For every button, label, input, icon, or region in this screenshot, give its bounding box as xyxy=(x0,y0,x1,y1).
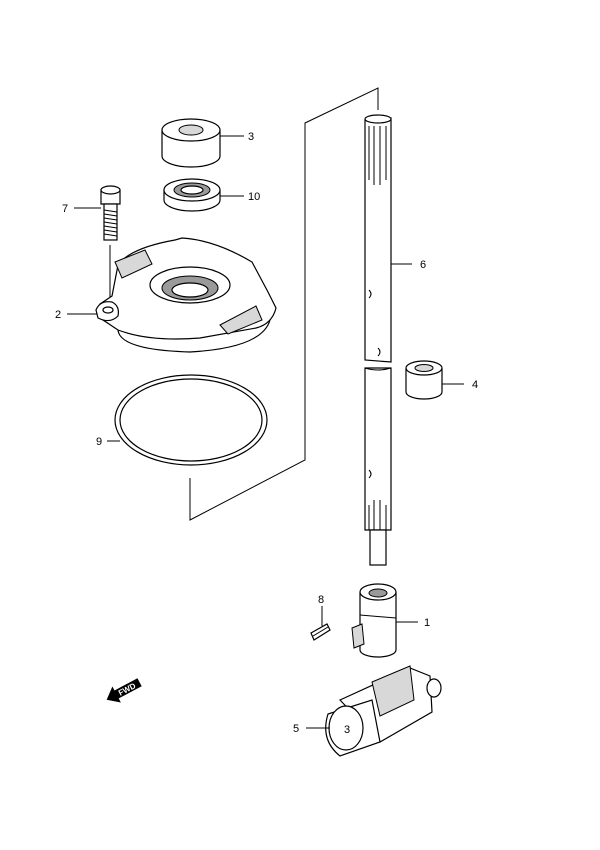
callout-2: 2 xyxy=(55,309,61,321)
callout-8: 8 xyxy=(318,594,324,606)
part-9-o-ring[interactable] xyxy=(114,374,268,466)
part-5-clutch-housing[interactable]: 3 xyxy=(325,665,442,757)
callout-3: 3 xyxy=(248,131,254,143)
assembly-bracket-line xyxy=(189,87,379,521)
leader-lines xyxy=(67,135,464,729)
forward-direction-arrow: FWD xyxy=(106,678,142,703)
part-7-bolt[interactable] xyxy=(100,185,121,241)
part-10-oil-seal[interactable] xyxy=(163,178,221,212)
part-3-spacer[interactable] xyxy=(161,118,221,168)
part-4-bushing[interactable] xyxy=(405,360,443,400)
callout-10: 10 xyxy=(248,191,260,203)
part-6-drive-shaft[interactable] xyxy=(364,114,392,566)
callout-7: 7 xyxy=(62,203,68,215)
callout-9: 9 xyxy=(96,436,102,448)
callout-5: 5 xyxy=(293,723,299,735)
callout-6: 6 xyxy=(420,259,426,271)
part-8-pin[interactable] xyxy=(310,623,331,641)
part-1-coupler[interactable] xyxy=(351,583,397,658)
callout-4: 4 xyxy=(472,379,478,391)
part-2-pump-case[interactable] xyxy=(95,237,277,353)
housing-mark: 3 xyxy=(344,724,350,736)
callout-1: 1 xyxy=(424,617,430,629)
